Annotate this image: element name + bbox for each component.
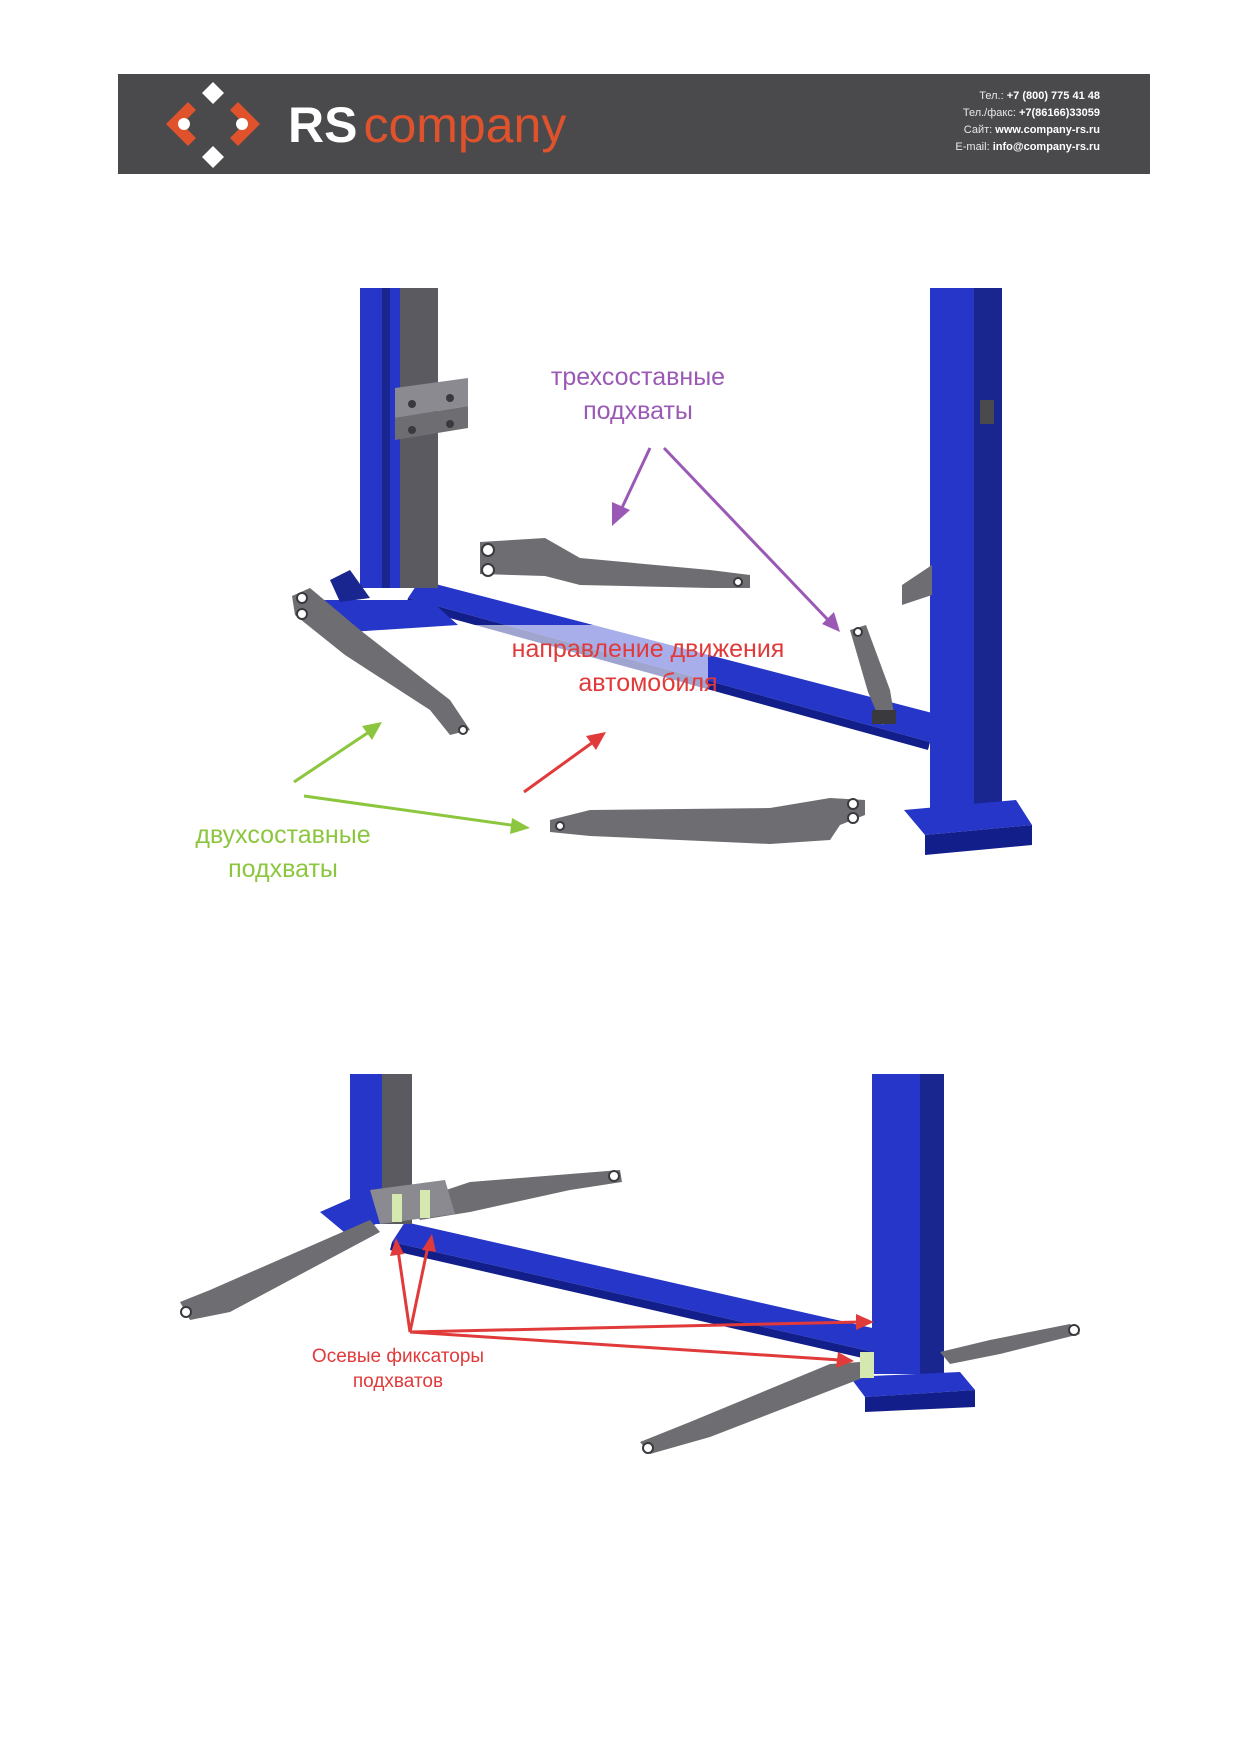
brand-company: company [363, 97, 567, 153]
contact-fax: Тел./факс: +7(86166)33059 [962, 107, 1100, 119]
lift-illustration-2 [180, 1074, 1080, 1454]
label-axial-locks: Осевые фиксаторы подхватов [311, 1346, 485, 1392]
label-three-part-arms: трехсоставные подхваты [550, 363, 726, 425]
lift-figure-arms: трехсоставные подхваты направление движе… [150, 280, 1050, 900]
contact-block: Тел.: +7 (800) 775 41 48 Тел./факс: +7(8… [955, 88, 1100, 156]
lift-illustration-1 [292, 288, 1032, 855]
contact-phone: Тел.: +7 (800) 775 41 48 [979, 90, 1100, 102]
contact-site: Сайт: www.company-rs.ru [963, 124, 1100, 136]
label-vehicle-direction: направление движения автомобиля [511, 635, 785, 697]
lift-figure-locks: Осевые фиксаторы подхватов [170, 1072, 1100, 1472]
rs-logo-icon [166, 82, 260, 168]
contact-email: E-mail: info@company-rs.ru [955, 141, 1100, 153]
label-two-part-arms: двухсоставные подхваты [195, 821, 371, 883]
brand-rs: RS [288, 97, 358, 153]
